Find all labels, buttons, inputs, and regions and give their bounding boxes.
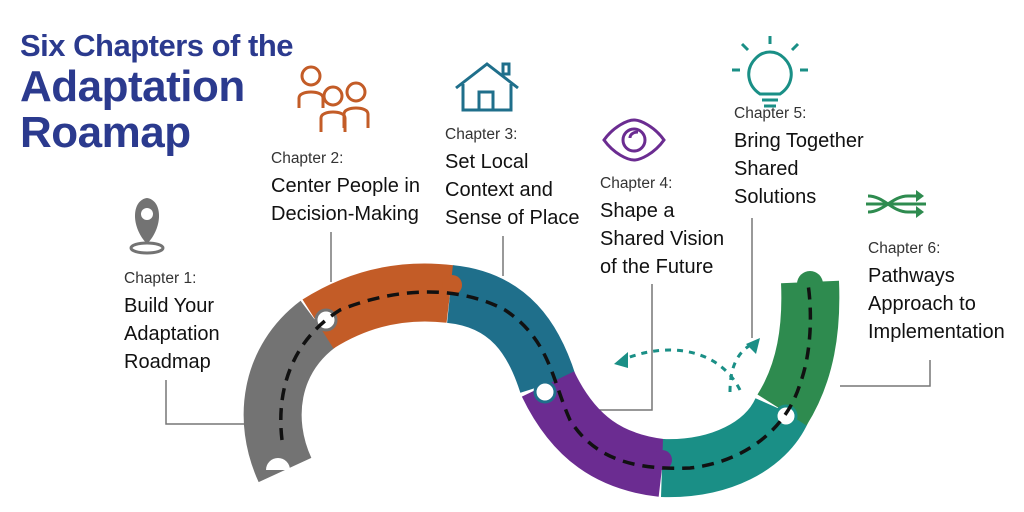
chapter-6-label: Chapter 6: Pathways Approach to Implemen… [868, 240, 1005, 346]
title-line-3: Roamap [20, 108, 191, 157]
lightbulb-icon [732, 36, 808, 108]
segment-chapter-1 [243, 300, 337, 483]
crossing-arrows-icon [866, 190, 926, 218]
chapter-4-name: Shape a Shared Vision of the Future [600, 200, 725, 278]
chapter-1-label: Chapter 1: Build Your Adaptation Roadmap [124, 270, 220, 376]
chapter-5-label: Chapter 5: Bring Together Shared Solutio… [734, 105, 864, 211]
map-pin-icon [129, 198, 165, 255]
chapter-2-number: Chapter 2: [271, 150, 344, 167]
chapter-3-number: Chapter 3: [445, 126, 518, 143]
connector-lines [165, 218, 931, 425]
knob-2-3 [442, 275, 462, 295]
connector-chapter-4 [596, 284, 653, 411]
chapter-6-number: Chapter 6: [868, 240, 941, 257]
chapter-1-number: Chapter 1: [124, 270, 197, 287]
chapter-3-label: Chapter 3: Set Local Context and Sense o… [445, 126, 580, 232]
title-line-1: Six Chapters of the [20, 28, 294, 63]
knob-3-4 [533, 380, 557, 404]
eye-icon [602, 118, 666, 162]
chapter-4-label: Chapter 4: Shape a Shared Vision of the … [600, 175, 724, 281]
title-line-2: Adaptation [20, 62, 245, 111]
loop-arrows [621, 342, 753, 393]
chapter-5-name: Bring Together Shared Solutions [734, 130, 864, 208]
house-icon [455, 62, 519, 112]
knob-start-notch [266, 458, 290, 470]
chapter-2-label: Chapter 2: Center People in Decision-Mak… [271, 150, 420, 228]
chapter-1-name: Build Your Adaptation Roadmap [124, 295, 220, 373]
chapter-4-number: Chapter 4: [600, 175, 673, 192]
knob-end [797, 271, 823, 297]
chapter-3-name: Set Local Context and Sense of Place [445, 151, 580, 229]
chapter-2-name: Center People in Decision-Making [271, 175, 420, 225]
chapter-6-name: Pathways Approach to Implementation [868, 265, 1005, 343]
segment-chapter-2 [302, 263, 454, 349]
loop-arrow-left-head [614, 352, 628, 368]
loop-arrow-right-head [746, 338, 760, 354]
people-icon [297, 65, 370, 132]
chapter-5-number: Chapter 5: [734, 105, 807, 122]
knob-5-6 [774, 404, 798, 428]
knob-4-5 [652, 450, 672, 470]
segment-chapter-5 [661, 396, 809, 498]
page-title: Six Chapters of the Adaptation Roamap [20, 28, 294, 157]
connector-chapter-6 [840, 360, 931, 387]
connector-chapter-1 [165, 380, 258, 425]
loop-arrow-left [621, 348, 742, 391]
loop-arrow-right [728, 342, 753, 393]
dashed-route [279, 283, 813, 471]
